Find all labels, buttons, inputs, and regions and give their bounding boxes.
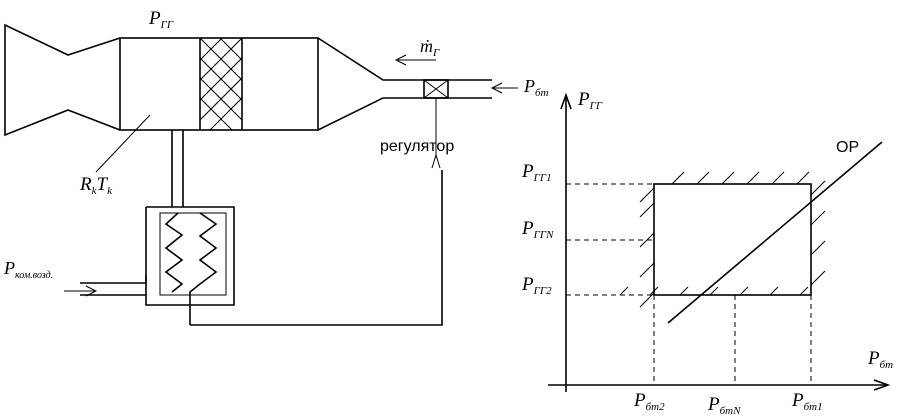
op-label: ОР [836,139,859,156]
catalyst-grid [200,38,242,130]
operating-region [653,183,812,296]
x-tick-pbt1: Pбт1 [791,390,823,413]
pbt-label: Pбт [523,76,549,99]
x-tick-pbtn: PбтN [707,394,741,417]
inlet-arrow-head [490,82,503,94]
chamber-feed-pipe [171,130,184,207]
y-tick-pgg2: PГГ2 [521,274,552,297]
regulation-graph: PГГ Pбт ОР PГГ1 PГГN PГГ2 Pбт2 PбтN Pбт1 [521,89,893,417]
feedback-line [190,170,443,326]
engine-schematic: PГГ ṁГ Pбт регулятор RkTk Pком.возд. [3,8,549,326]
y-axis-label: PГГ [577,89,603,112]
bellows-left [164,212,184,293]
pgg-label: PГГ [148,8,174,31]
bellows-inner-wall [159,212,227,296]
bellows-right [189,212,218,325]
air-inlet-pipe [80,282,146,296]
x-axis-label: Pбт [867,348,893,371]
operating-line [667,141,883,324]
y-tick-pgg1: PГГ1 [521,161,552,184]
pkom-label: Pком.возд. [3,258,53,281]
y-axis-arrow [560,92,572,110]
rt-leader-line [95,114,151,173]
rt-label: RkTk [79,174,113,197]
bellows-housing [145,206,235,306]
flow-arrow-head [394,54,407,66]
nozzle [4,23,121,137]
x-tick-pbt2: Pбт2 [633,390,665,413]
air-inlet-arrow-head [85,285,98,297]
mdot-label: ṁГ [420,36,440,59]
valve-cross [423,79,449,99]
regulator-pointer-head [431,153,441,169]
gas-generator-chamber [119,37,319,131]
x-axis-arrow [873,379,891,391]
converging-section [317,37,492,131]
regulator-label: регулятор [380,138,454,155]
y-tick-pggn: PГГN [521,218,554,241]
